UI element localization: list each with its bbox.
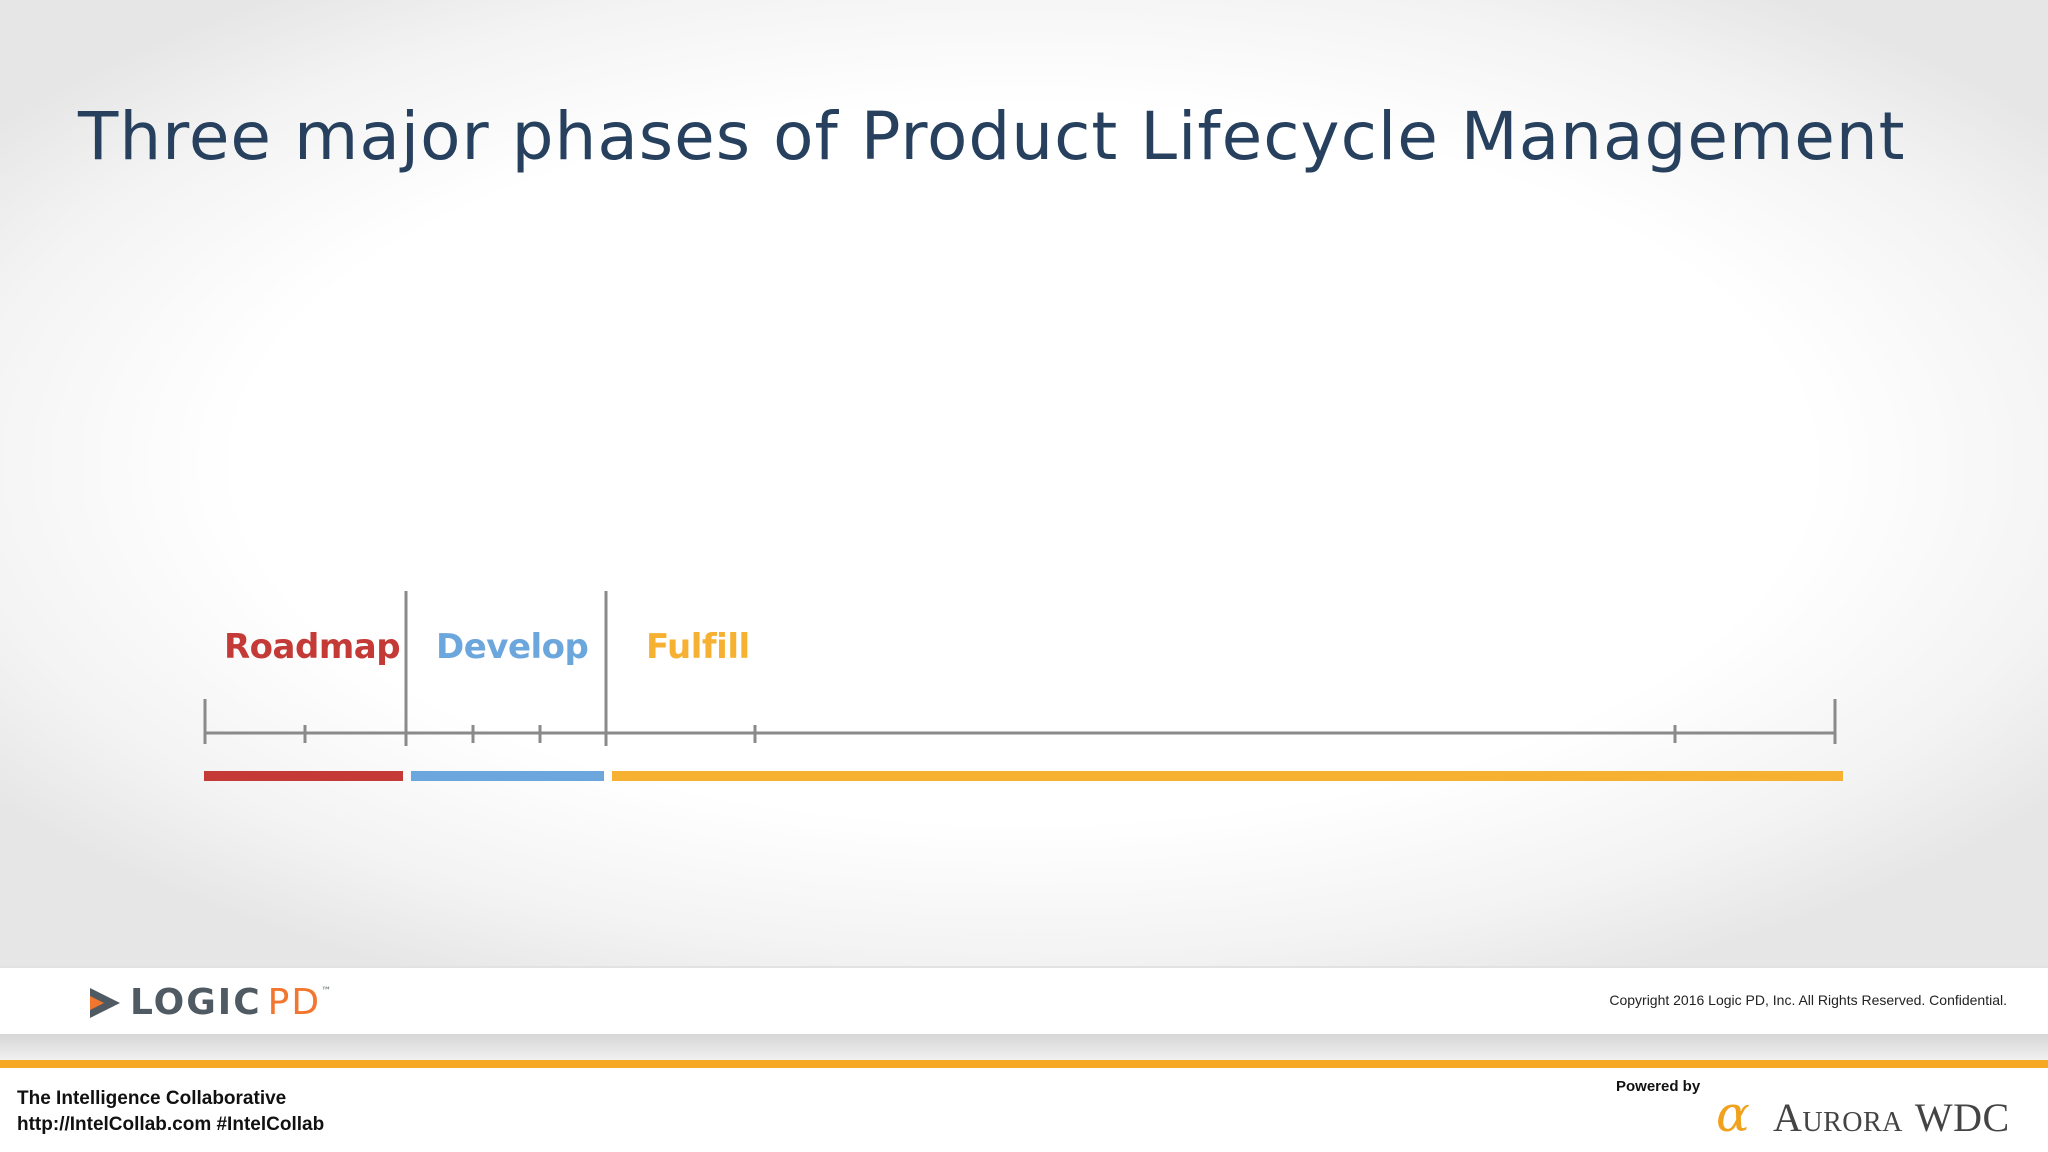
- logo-trademark: ™: [321, 986, 334, 997]
- footer-org-name: The Intelligence Collaborative: [17, 1088, 287, 1109]
- aurora-brand-name: Aurora: [1773, 1095, 1903, 1140]
- logo-pd-text: PD: [267, 982, 322, 1023]
- powered-by-label: Powered by: [1616, 1078, 1701, 1095]
- footer: The Intelligence Collaborative http://In…: [0, 1068, 2048, 1152]
- copyright-notice: Copyright 2016 Logic PD, Inc. All Rights…: [1609, 992, 2007, 1008]
- phase-label-develop: Develop: [436, 627, 589, 667]
- timeline-diagram: [203, 591, 1843, 781]
- phase-bar-roadmap: [204, 771, 403, 781]
- phase-bar-develop: [411, 771, 604, 781]
- footer-orange-stripe: [0, 1060, 2048, 1068]
- logic-pd-logo-icon: [90, 988, 120, 1018]
- phase-bar-fulfill: [612, 771, 1843, 781]
- aurora-brand-suffix: WDC: [1914, 1095, 2010, 1140]
- footer-separator-band: [0, 1034, 2048, 1060]
- slide-title: Three major phases of Product Lifecycle …: [78, 98, 1906, 175]
- slide-area: Three major phases of Product Lifecycle …: [0, 0, 2048, 966]
- footer-link[interactable]: http://IntelCollab.com #IntelCollab: [17, 1114, 325, 1135]
- phase-label-roadmap: Roadmap: [224, 627, 401, 667]
- logo-logic-text: LOGIC: [130, 982, 262, 1023]
- aurora-alpha-icon: α: [1716, 1085, 1750, 1143]
- phase-label-fulfill: Fulfill: [646, 627, 750, 667]
